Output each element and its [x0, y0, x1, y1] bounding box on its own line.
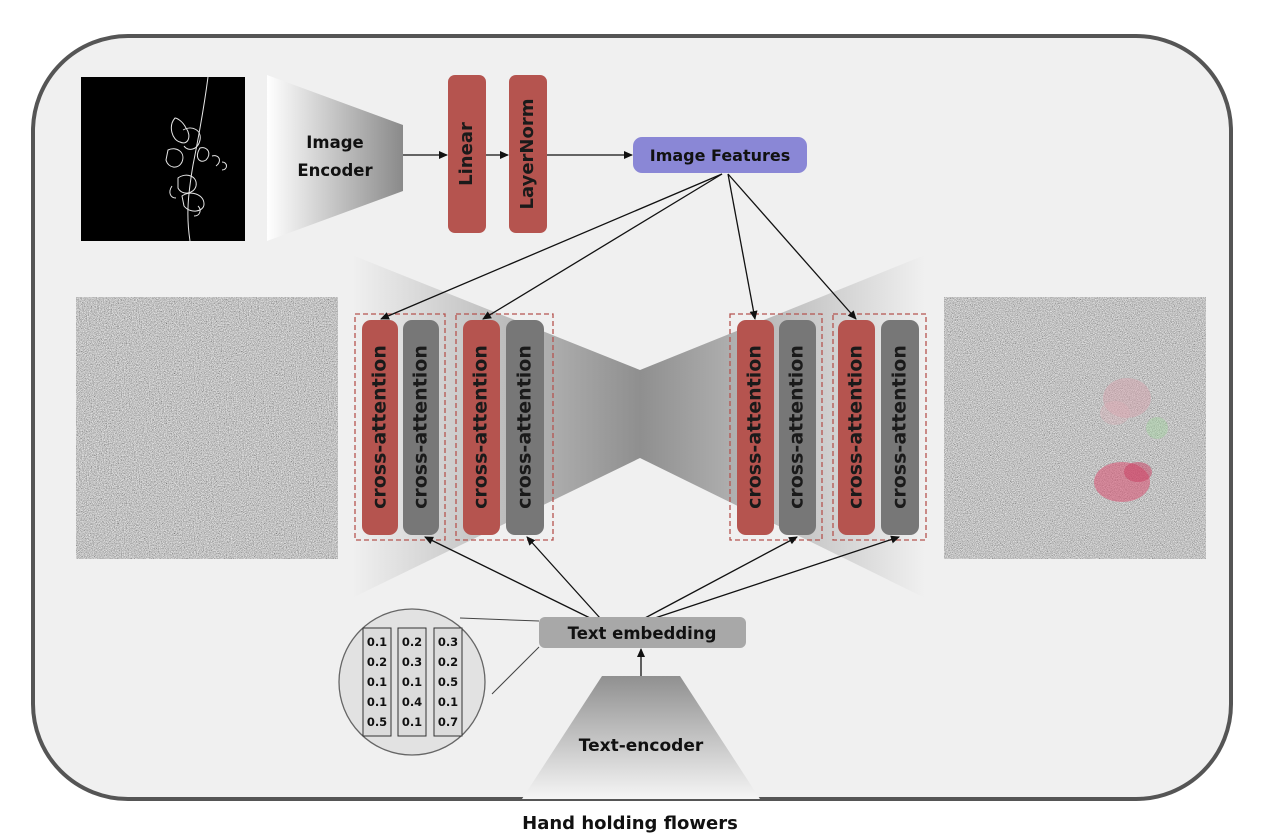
embedding-value: 0.2	[438, 655, 458, 669]
arrow-embedding-to-block-1	[424, 536, 591, 619]
embedding-column	[397, 627, 427, 737]
text-encoder-label: Text-encoder	[579, 736, 704, 756]
cross-attention-block-gray-1: cross-attention	[403, 320, 439, 535]
embedding-value: 0.1	[438, 695, 458, 709]
cross-attention-label: cross-attention	[744, 345, 766, 509]
embedding-column	[362, 627, 392, 737]
generated-output-image	[944, 297, 1206, 559]
cross-attention-label: cross-attention	[889, 345, 911, 509]
embedding-vector-zoom: 0.1 0.2 0.1 0.1 0.5 0.2 0.3 0.1 0.4 0.1 0.3 0.2 0.5 0…	[338, 608, 486, 756]
image-features-label: Image Features	[650, 146, 791, 165]
embedding-value: 0.4	[402, 695, 422, 709]
image-encoder-label-line2: Encoder	[297, 161, 373, 180]
embedding-value: 0.3	[438, 635, 458, 649]
zoom-line-top	[459, 617, 540, 622]
noise-input-image	[76, 297, 338, 559]
embedding-value: 0.2	[367, 655, 387, 669]
embedding-column	[433, 627, 463, 737]
embedding-value: 0.1	[402, 715, 422, 729]
embedding-value: 0.3	[402, 655, 422, 669]
zoom-line-bottom	[491, 646, 540, 695]
arrow-features-to-block-3	[727, 173, 758, 320]
cross-attention-group-2	[455, 313, 554, 541]
cross-attention-label: cross-attention	[845, 345, 867, 509]
cross-attention-group-4	[832, 313, 927, 541]
layernorm-label: LayerNorm	[517, 99, 538, 210]
cross-attention-label: cross-attention	[786, 345, 808, 509]
cross-attention-label: cross-attention	[369, 345, 391, 509]
linear-layer-block	[448, 75, 486, 233]
image-encoder-block	[267, 75, 403, 241]
image-encoder-label-line1: Image	[306, 133, 363, 152]
cross-attention-label: cross-attention	[514, 345, 536, 509]
text-embedding-label: Text embedding	[568, 624, 717, 643]
cross-attention-label: cross-attention	[470, 345, 492, 509]
embedding-value: 0.5	[438, 675, 458, 689]
cross-attention-label: cross-attention	[410, 345, 432, 509]
text-embedding-box	[539, 617, 746, 648]
embedding-value: 0.1	[367, 695, 387, 709]
embedding-value: 0.1	[367, 675, 387, 689]
embedding-value: 0.2	[402, 635, 422, 649]
cross-attention-group-3	[729, 313, 823, 541]
linear-layer-label: Linear	[456, 122, 477, 186]
cross-attention-block-red-2: cross-attention	[463, 320, 500, 535]
text-encoder-block	[522, 676, 760, 799]
cross-attention-block-gray-4: cross-attention	[881, 320, 919, 535]
embedding-value: 0.1	[367, 635, 387, 649]
arrow-features-to-block-2	[482, 173, 723, 320]
layernorm-block	[509, 75, 547, 233]
edge-map-input-image	[81, 76, 245, 242]
cross-attention-block-red-4: cross-attention	[838, 320, 875, 535]
arrow-features-to-block-4	[727, 173, 857, 320]
embedding-value: 0.1	[402, 675, 422, 689]
arrow-embedding-to-block-3	[644, 536, 798, 619]
embedding-value: 0.7	[438, 715, 458, 729]
prompt-caption: Hand holding flowers	[522, 813, 738, 834]
cross-attention-group-1	[354, 313, 446, 541]
cross-attention-block-red-3: cross-attention	[737, 320, 774, 535]
image-features-box	[633, 137, 807, 173]
arrow-embedding-to-block-4	[654, 535, 900, 619]
arrow-embedding-to-block-2	[526, 536, 601, 619]
cross-attention-block-gray-2: cross-attention	[506, 320, 544, 535]
arrow-features-to-block-1	[380, 173, 723, 320]
cross-attention-block-red-1: cross-attention	[362, 320, 398, 535]
cross-attention-block-gray-3: cross-attention	[779, 320, 816, 535]
embedding-value: 0.5	[367, 715, 387, 729]
